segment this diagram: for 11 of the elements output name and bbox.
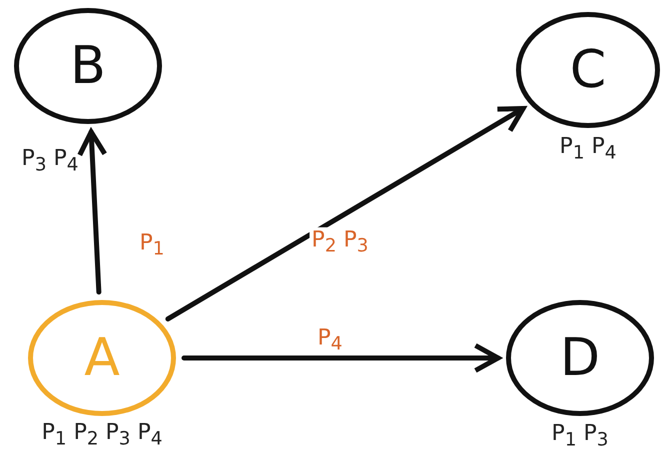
node-label: B bbox=[70, 40, 106, 92]
node-label: A bbox=[84, 332, 120, 384]
node-label: C bbox=[570, 44, 606, 96]
node-label: D bbox=[560, 332, 600, 384]
node-caption: P$_{3}$ P$_{4}$ bbox=[22, 146, 78, 176]
node-caption: P$_{1}$ P$_{3}$ bbox=[552, 421, 608, 450]
node-caption: P$_{1}$ P$_{2}$ P$_{3}$ P$_{4}$ bbox=[42, 420, 162, 450]
arrow bbox=[77, 129, 108, 295]
arrow bbox=[182, 343, 500, 373]
node-caption: P$_{1}$ P$_{4}$ bbox=[560, 134, 616, 164]
arrow bbox=[165, 106, 526, 322]
